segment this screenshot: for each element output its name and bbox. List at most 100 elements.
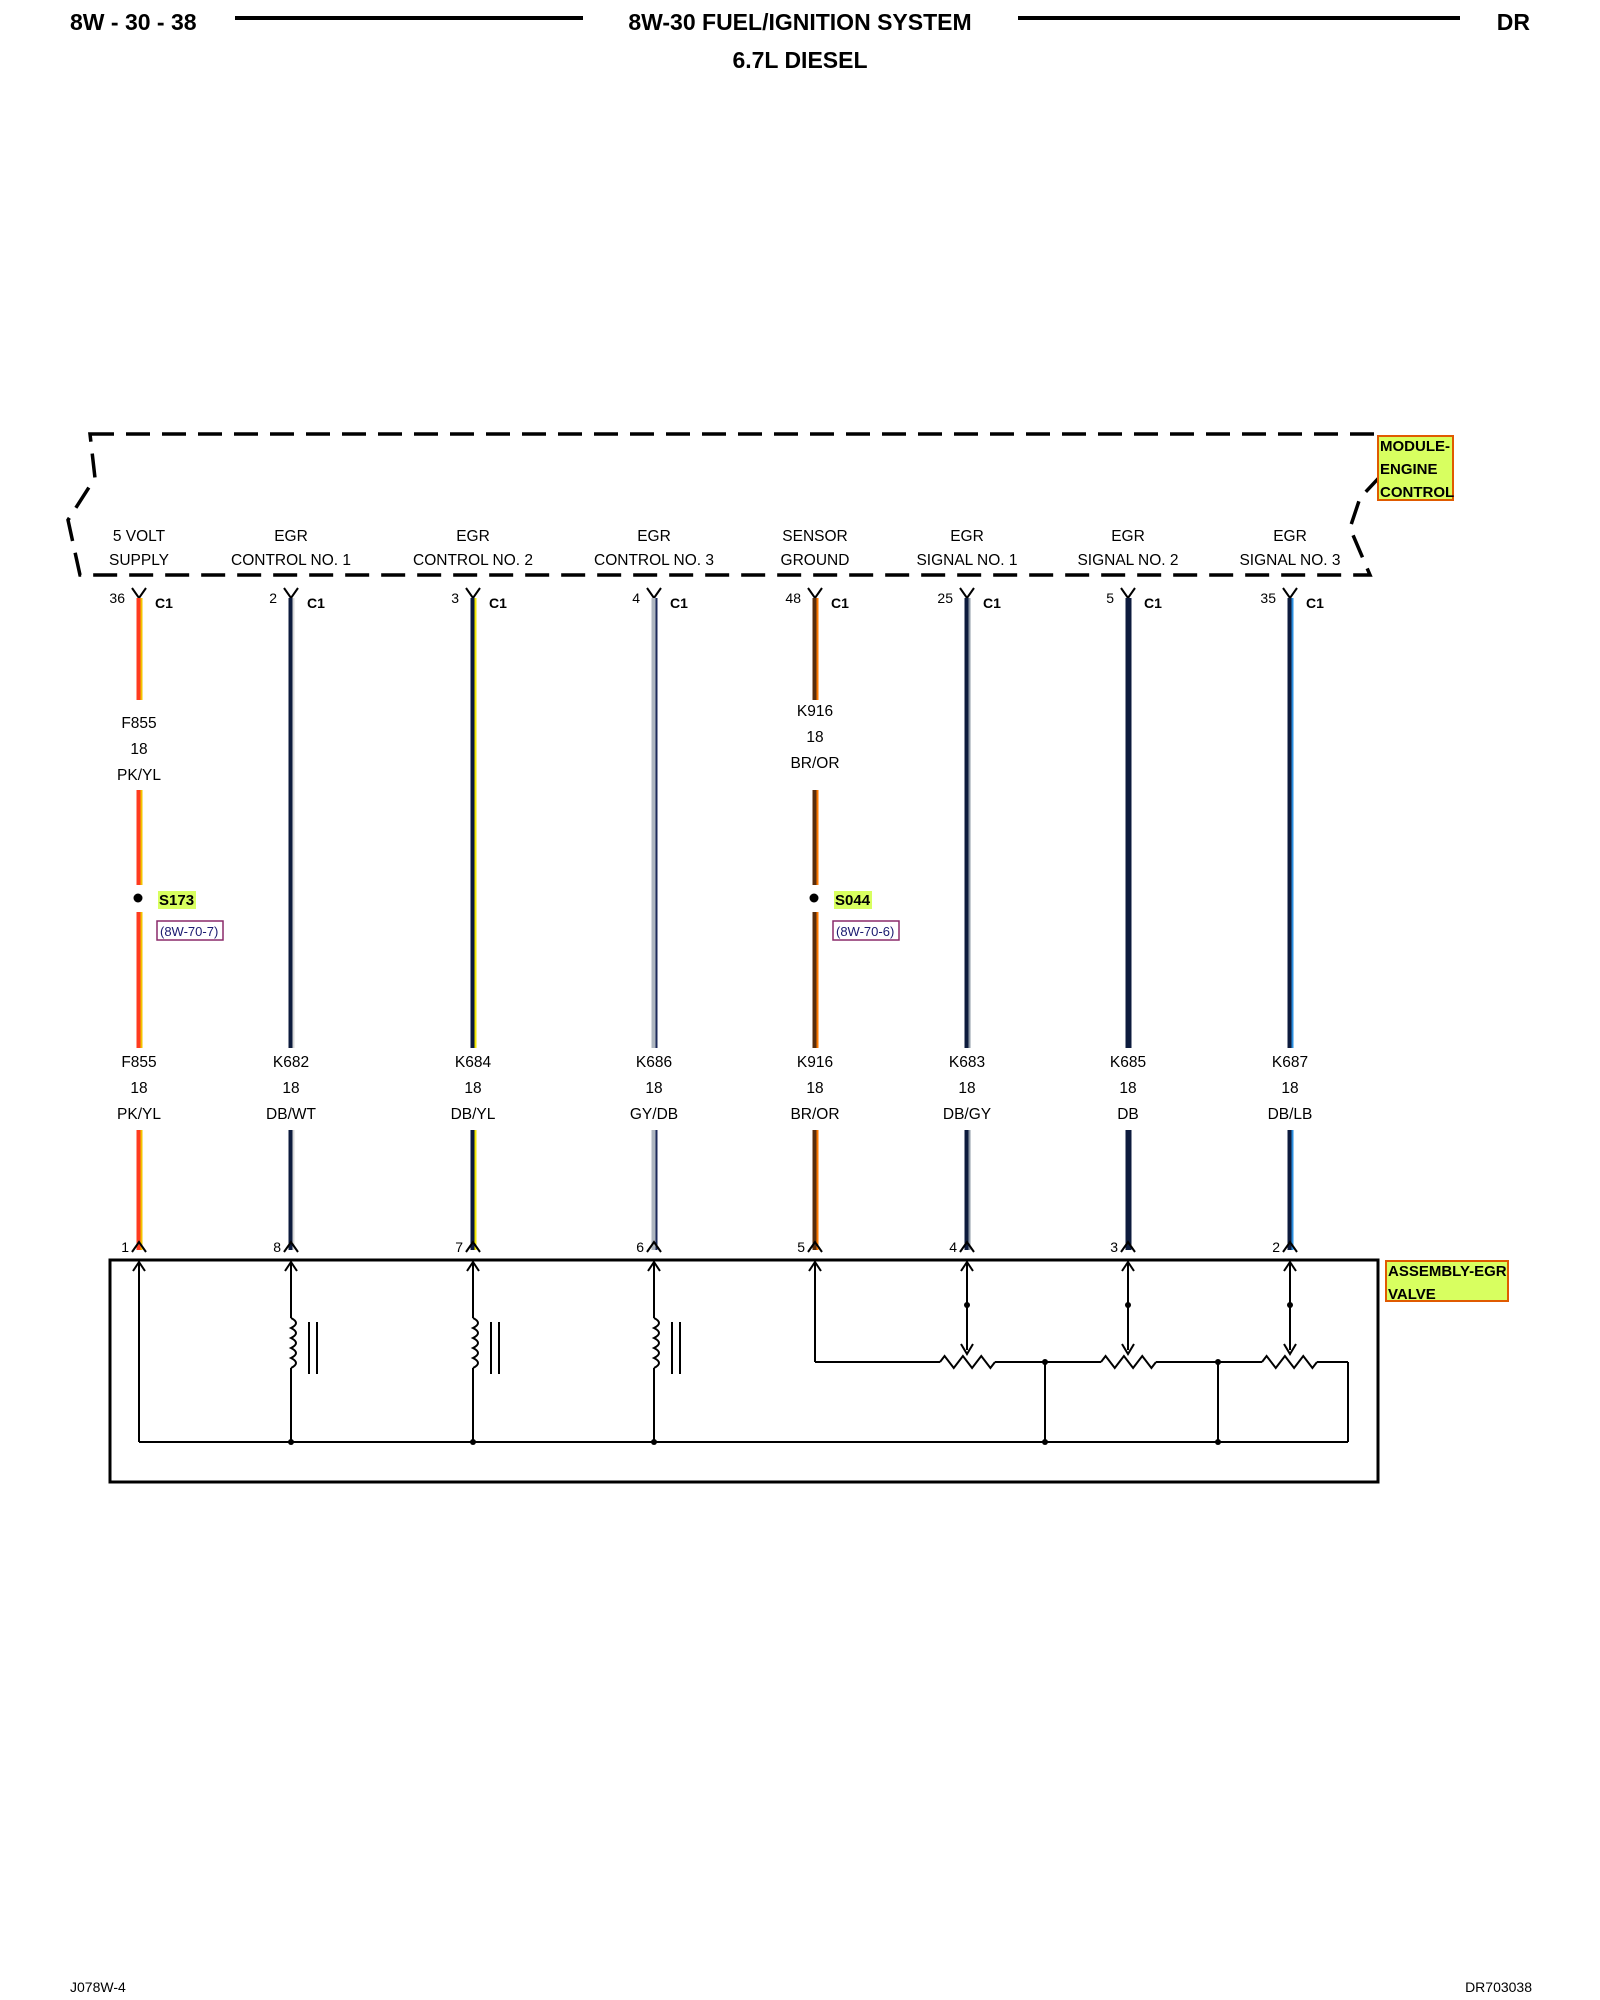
module-pin-number: 48 [785,590,801,606]
egr-valve-name-highlight [1385,1260,1509,1302]
junction-dot [1215,1439,1221,1445]
module-terminal [807,587,823,600]
function-label-line-1: EGR [1273,528,1307,545]
page-title: 8W-30 FUEL/IGNITION SYSTEM [628,9,971,35]
egr-valve-name-line-1: ASSEMBLY-EGR [1388,1263,1507,1280]
module-name-line-2: ENGINE [1380,461,1438,478]
upper-wire-id: K916 [797,703,833,720]
wire-gauge: 18 [958,1080,975,1097]
wiper-arrow-icon [960,1343,974,1356]
module-connector-id: C1 [983,595,1001,611]
function-label-line-1: 5 VOLT [113,528,166,545]
splice-dot [133,893,143,903]
function-label-line-2: CONTROL NO. 3 [594,552,714,569]
wire-gauge: 18 [130,1080,147,1097]
wiper-arrow-icon [1283,1343,1297,1356]
upper-wire-color: BR/OR [790,755,839,772]
valve-pin-number: 3 [1110,1239,1118,1255]
wire-gauge: 18 [1281,1080,1298,1097]
wire-id: K686 [636,1054,672,1071]
wire-id: K916 [797,1054,833,1071]
footer-left-code: J078W-4 [70,1979,126,1995]
page-number: 8W - 30 - 38 [70,9,197,35]
function-label-line-1: EGR [637,528,671,545]
valve-pin-number: 5 [797,1239,805,1255]
function-label-line-1: SENSOR [782,528,847,545]
junction-dot [1125,1302,1131,1308]
function-label-line-2: SIGNAL NO. 3 [1239,552,1340,569]
function-label-line-2: CONTROL NO. 2 [413,552,533,569]
function-label-line-1: EGR [274,528,308,545]
module-connector-id: C1 [1306,595,1324,611]
wire-color-code: DB/GY [943,1106,991,1123]
module-terminal [646,587,662,600]
module-pin-number: 35 [1260,590,1276,606]
module-connector-id: C1 [155,595,173,611]
wire-color-code: BR/OR [790,1106,839,1123]
wire-gauge: 18 [282,1080,299,1097]
wire-id: F855 [121,1054,156,1071]
function-label-line-1: EGR [456,528,490,545]
module-pin-number: 36 [109,590,125,606]
wire-gauge: 18 [464,1080,481,1097]
potentiometer-resistor-icon [939,1354,996,1370]
valve-terminal [131,1240,147,1253]
egr-valve-name-line-2: VALVE [1388,1286,1436,1303]
wire-color-code: GY/DB [630,1106,678,1123]
model-code: DR [1497,9,1531,35]
splice-ref-text[interactable]: (8W-70-6) [836,924,894,939]
egr-valve-assembly: ASSEMBLY-EGR VALVE [108,1258,1509,1484]
module-name-line-1: MODULE- [1380,438,1450,455]
upper-wire-gauge: 18 [130,741,147,758]
function-label-line-2: SIGNAL NO. 2 [1077,552,1178,569]
splice-highlight [834,891,872,909]
module-terminal [1120,587,1136,600]
splice-ref-link[interactable] [156,920,224,941]
potentiometer-resistor-icon [1100,1354,1157,1370]
module-pin-number: 2 [269,590,277,606]
egr-valve-box [108,1258,1380,1484]
upper-wire-id: F855 [121,715,156,732]
splice-ref-link[interactable] [832,920,900,941]
function-label-line-2: SIGNAL NO. 1 [916,552,1017,569]
wire-color-code: DB/LB [1268,1106,1313,1123]
junction-dot [288,1439,294,1445]
valve-terminal [646,1240,662,1253]
upper-wire-color: PK/YL [117,767,161,784]
module-terminal [465,587,481,600]
module-terminal [959,587,975,600]
wiper-arrow-icon [1121,1343,1135,1356]
valve-terminal [807,1240,823,1253]
splice-ref-text[interactable]: (8W-70-7) [160,924,218,939]
function-label-line-1: EGR [950,528,984,545]
module-connector-id: C1 [307,595,325,611]
footer-right-code: DR703038 [1465,1979,1532,1995]
valve-terminal [1282,1240,1298,1253]
page-subtitle: 6.7L DIESEL [732,47,867,73]
wire-color-code: DB/WT [266,1106,316,1123]
wire-id: K687 [1272,1054,1308,1071]
module-name-line-3: CONTROL [1380,484,1454,501]
splice-id: S044 [835,892,871,909]
module-connector-id: C1 [489,595,507,611]
wire-id: K685 [1110,1054,1146,1071]
valve-pin-number: 4 [949,1239,957,1255]
wire-color-code: PK/YL [117,1106,161,1123]
wire-color-code: DB/YL [451,1106,496,1123]
module-pin-number: 25 [937,590,953,606]
valve-pin-number: 6 [636,1239,644,1255]
junction-dot [1287,1302,1293,1308]
upper-wire-gauge: 18 [806,729,823,746]
junction-dot [651,1439,657,1445]
module-pin-number: 5 [1106,590,1114,606]
function-label-line-2: GROUND [781,552,850,569]
